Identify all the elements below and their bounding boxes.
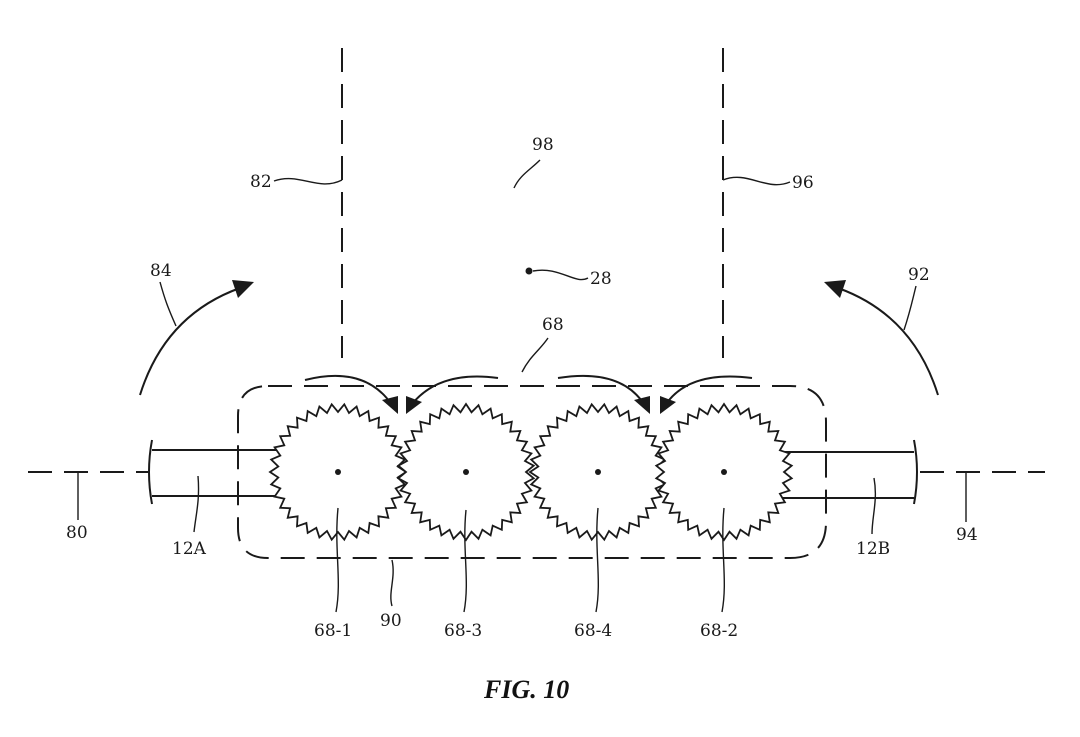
label-84: 84 (150, 261, 172, 281)
label-98: 98 (532, 135, 554, 155)
rotation-arrow-84 (139, 280, 254, 396)
gear-68-4 (528, 402, 668, 542)
label-68-1: 68-1 (314, 621, 352, 641)
gear-68-1 (268, 402, 408, 542)
leader-96 (722, 176, 791, 186)
label-68-3: 68-3 (444, 621, 482, 641)
gear-center-dot (335, 469, 341, 475)
label-96: 96 (792, 173, 814, 193)
label-68: 68 (542, 315, 564, 335)
label-68-2: 68-2 (700, 621, 738, 641)
hinge-member-12a (148, 439, 290, 505)
leader-98 (513, 159, 541, 189)
gear-train (268, 402, 794, 542)
label-82: 82 (250, 172, 272, 192)
label-90: 90 (380, 611, 402, 631)
gear-arrow-3 (557, 374, 650, 414)
label-92: 92 (908, 265, 930, 285)
gear-center-dot (595, 469, 601, 475)
label-68-4: 68-4 (574, 621, 612, 641)
rotation-arrow-92 (824, 280, 939, 396)
leader-68-1 (335, 507, 340, 613)
label-12a: 12A (172, 539, 207, 559)
gear-center-dot (463, 469, 469, 475)
gear-68-3 (396, 402, 536, 542)
leader-12a (193, 475, 200, 533)
label-94: 94 (956, 525, 978, 545)
gear-center-dot (721, 469, 727, 475)
leader-68-4 (595, 507, 600, 613)
leader-68-3 (463, 509, 468, 613)
label-12b: 12B (856, 539, 890, 559)
housing-outline (237, 385, 827, 559)
gear-68-2 (654, 402, 794, 542)
label-80: 80 (66, 523, 88, 543)
gear-arrow-1 (304, 374, 398, 414)
leader-28 (532, 269, 589, 281)
leader-84 (159, 281, 177, 327)
leader-68-2 (721, 507, 726, 613)
leader-68 (521, 337, 549, 373)
leader-82 (273, 177, 343, 185)
figure-caption: FIG. 10 (483, 675, 569, 704)
leader-92 (903, 285, 917, 331)
label-28: 28 (590, 269, 612, 289)
hinge-member-12b (780, 439, 918, 505)
leader-12b (871, 477, 877, 535)
gear-arrow-4 (660, 375, 753, 414)
pivot-point-28 (525, 267, 533, 275)
leader-90 (390, 559, 394, 607)
gear-arrow-2 (406, 375, 499, 414)
